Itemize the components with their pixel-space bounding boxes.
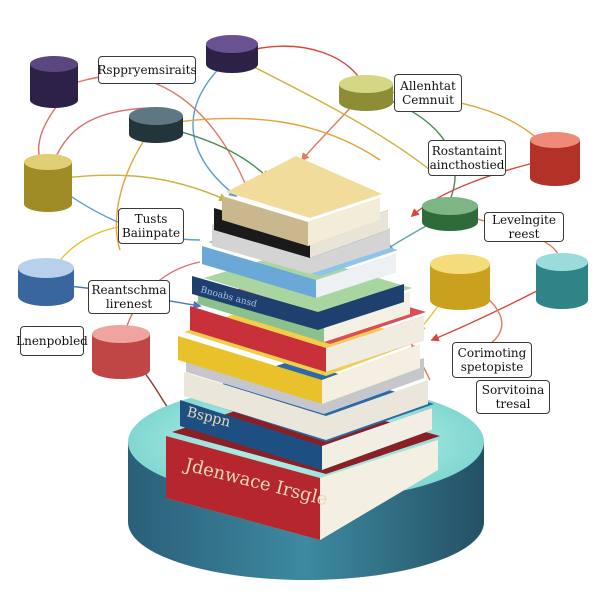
label-right-middle: Levelngite reest bbox=[484, 212, 564, 242]
database-blue bbox=[18, 258, 74, 306]
database-teal bbox=[536, 253, 588, 309]
book-stack: Jdenwace Irsgle Bsppn bbox=[166, 156, 440, 540]
database-green bbox=[422, 197, 478, 231]
label-right-lower: Corimoting spetopiste bbox=[452, 342, 532, 378]
label-left-lower: Reantschma lirenest bbox=[88, 280, 170, 314]
database-slate bbox=[129, 107, 183, 143]
label-right-upper: Rostantaint aincthostied bbox=[428, 140, 506, 176]
book-cream-1 bbox=[184, 372, 428, 440]
book-gray-2 bbox=[212, 224, 390, 274]
label-far-left: Lnenpobled bbox=[16, 326, 88, 356]
label-left-middle: Tusts Baiinpate bbox=[118, 208, 184, 244]
database-mustard bbox=[24, 154, 72, 212]
database-olive bbox=[339, 75, 393, 111]
label-right-bottom: Sorvitoina tresal bbox=[476, 380, 550, 414]
database-yellow bbox=[430, 254, 490, 310]
label-top-right: Allenhtat Cemnuit bbox=[394, 74, 462, 112]
database-red bbox=[530, 132, 580, 186]
book-gray-1 bbox=[186, 352, 424, 414]
label-top-left: Rsppryemsiraits bbox=[97, 56, 197, 84]
book-top bbox=[222, 156, 382, 246]
database-purple-top bbox=[206, 35, 258, 73]
database-purple-top-left bbox=[30, 56, 78, 108]
database-rose bbox=[92, 325, 150, 379]
